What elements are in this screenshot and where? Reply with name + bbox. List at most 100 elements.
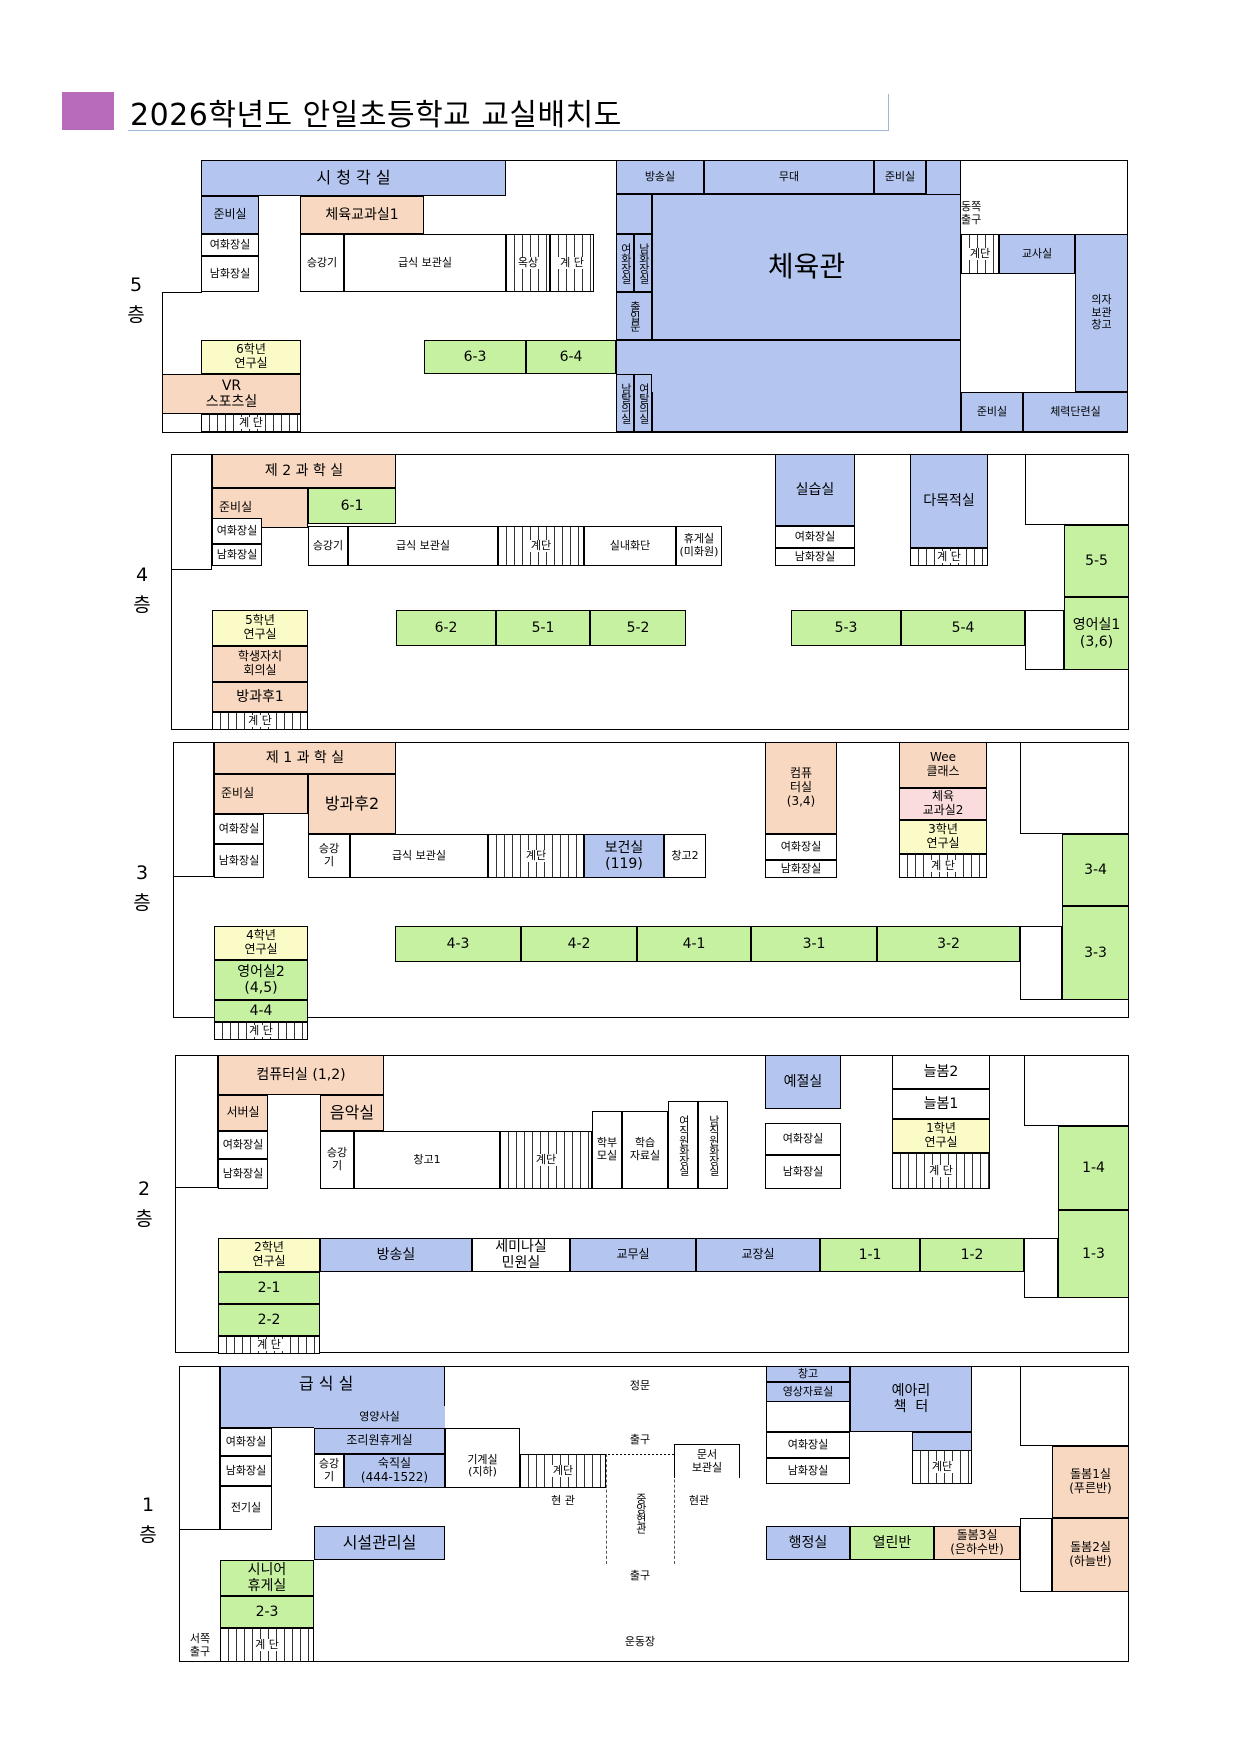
class-5-3[interactable]: 5-3: [791, 610, 901, 646]
class-5-4[interactable]: 5-4: [901, 610, 1025, 646]
room-senior[interactable]: 시니어 휴게실: [220, 1560, 314, 1596]
class-4-1[interactable]: 4-1: [637, 926, 751, 962]
room-cook-lounge[interactable]: 조리원휴게실: [314, 1428, 445, 1454]
g1-office[interactable]: 1학년 연구실: [892, 1119, 990, 1153]
room-video[interactable]: 영상자료실: [766, 1382, 850, 1402]
room-music[interactable]: 음악실: [320, 1095, 384, 1131]
class-3-1[interactable]: 3-1: [751, 926, 877, 962]
stairs-1a: 계단: [520, 1454, 606, 1488]
chair-storage[interactable]: 의자 보관 창고: [1075, 234, 1128, 392]
wc-girls-1: 여화장실: [220, 1428, 272, 1456]
class-2-2[interactable]: 2-2: [218, 1304, 320, 1336]
room-sci1[interactable]: 제 1 과 학 실: [214, 742, 396, 774]
g5-office[interactable]: 5학년 연구실: [212, 610, 308, 646]
room-pe1[interactable]: 체육교과실1: [300, 196, 424, 234]
room-care1[interactable]: 늘봄1: [892, 1089, 990, 1119]
class-6-1[interactable]: 6-1: [308, 488, 396, 524]
stairs-4b: 계 단: [910, 548, 988, 566]
room-multipurpose[interactable]: 다목적실: [910, 454, 988, 548]
room-computer-3[interactable]: 컴퓨 터실 (3,4): [765, 742, 837, 834]
room-prep-5b[interactable]: 준비실: [874, 160, 926, 194]
class-3-4[interactable]: 3-4: [1062, 834, 1129, 906]
class-1-4[interactable]: 1-4: [1058, 1126, 1129, 1210]
room-care-1f-3[interactable]: 돌봄3실 (은하수반): [934, 1526, 1020, 1560]
room-practice[interactable]: 실습실: [775, 454, 855, 526]
class-2-3[interactable]: 2-3: [220, 1596, 314, 1628]
room-etiquette[interactable]: 예절실: [765, 1055, 841, 1109]
room-care-1f-1[interactable]: 돌봄1실 (푸른반): [1052, 1446, 1129, 1518]
class-5-1[interactable]: 5-1: [496, 610, 590, 646]
class-5-2[interactable]: 5-2: [590, 610, 686, 646]
room-care2[interactable]: 늘봄2: [892, 1055, 990, 1089]
room-facilities[interactable]: 시설관리실: [314, 1526, 445, 1560]
room-duty[interactable]: 숙직실 (444-1522): [344, 1454, 445, 1488]
class-1-2[interactable]: 1-2: [920, 1238, 1024, 1272]
staff-lounge-4[interactable]: 휴게실 (미화원): [676, 526, 722, 566]
room-broadcast-5[interactable]: 방송실: [616, 160, 704, 194]
room-av[interactable]: 시 청 각 실: [201, 160, 506, 196]
room-sci2[interactable]: 제 2 과 학 실: [212, 454, 396, 488]
room-nutrition[interactable]: 영양사실: [314, 1406, 445, 1428]
class-1-3[interactable]: 1-3: [1058, 1210, 1129, 1298]
room-resources[interactable]: 학습 자료실: [622, 1111, 668, 1189]
room-stage[interactable]: 무대: [704, 160, 874, 194]
room-care-1f-2[interactable]: 돌봄2실 (하늘반): [1052, 1518, 1129, 1592]
stairs-2c: 계 단: [218, 1336, 320, 1354]
room-english1[interactable]: 영어실1 (3,6): [1064, 597, 1129, 670]
class-3-3[interactable]: 3-3: [1062, 906, 1129, 1000]
vr-sports[interactable]: VR 스포츠실: [162, 374, 301, 414]
room-prep-5a[interactable]: 준비실: [201, 196, 259, 234]
main-gate[interactable]: 정문: [629, 1378, 651, 1392]
room-prep-5c[interactable]: 준비실: [961, 392, 1023, 432]
playground: 운동장: [624, 1634, 656, 1648]
exit-south[interactable]: 출구: [629, 1568, 651, 1582]
room-health[interactable]: 보건실 (119): [584, 834, 664, 878]
room-electric[interactable]: 전기실: [220, 1486, 272, 1530]
class-5-5[interactable]: 5-5: [1064, 525, 1129, 597]
class-6-2[interactable]: 6-2: [396, 610, 496, 646]
wc-boys-2: 남화장실: [218, 1159, 268, 1189]
class-3-2[interactable]: 3-2: [877, 926, 1020, 962]
class-4-3[interactable]: 4-3: [395, 926, 521, 962]
afterschool-2[interactable]: 방과후2: [308, 774, 396, 834]
f1-notch: [1020, 1518, 1052, 1592]
g4-office[interactable]: 4학년 연구실: [214, 926, 308, 960]
west-exit[interactable]: 서쪽 출구: [189, 1632, 211, 1658]
room-academic[interactable]: 교무실: [570, 1238, 696, 1272]
gym-entrance[interactable]: 출입문: [616, 292, 652, 340]
room-prep-3[interactable]: 준비실: [214, 774, 308, 814]
class-4-2[interactable]: 4-2: [521, 926, 637, 962]
room-documents[interactable]: 문서 보관실: [674, 1444, 740, 1478]
room-wee[interactable]: Wee 클래스: [899, 742, 987, 788]
room-teachers[interactable]: 교사실: [999, 234, 1075, 274]
class-1-1[interactable]: 1-1: [820, 1238, 920, 1272]
locker-boys[interactable]: 남탈의실: [616, 374, 634, 432]
room-fitness[interactable]: 체력단련실: [1023, 392, 1128, 432]
room-admin[interactable]: 행정실: [766, 1526, 850, 1560]
room-english2[interactable]: 영어실2 (4,5): [214, 960, 308, 1000]
gym-corner: [616, 194, 652, 234]
afterschool-1[interactable]: 방과후1: [212, 682, 308, 712]
g3-office[interactable]: 3학년 연구실: [899, 820, 987, 854]
room-pe2[interactable]: 체육 교과실2: [899, 788, 987, 820]
east-exit[interactable]: 동쪽 출구: [961, 200, 982, 226]
class-2-1[interactable]: 2-1: [218, 1272, 320, 1304]
room-parents[interactable]: 학부 모실: [592, 1111, 622, 1189]
g6-office[interactable]: 6학년 연구실: [201, 340, 301, 374]
room-computer-2[interactable]: 컴퓨터실 (1,2): [218, 1055, 384, 1095]
room-gym[interactable]: 체육관: [652, 194, 961, 340]
room-principal[interactable]: 교장실: [696, 1238, 820, 1272]
locker-girls[interactable]: 여탈의실: [634, 374, 652, 432]
g2-office[interactable]: 2학년 연구실: [218, 1238, 320, 1272]
room-server[interactable]: 서버실: [218, 1095, 268, 1131]
room-machine[interactable]: 기계실 (지하): [445, 1428, 520, 1488]
room-open-class[interactable]: 열린반: [850, 1526, 934, 1560]
room-seminar[interactable]: 세미나실 민원실: [472, 1238, 570, 1272]
class-6-4[interactable]: 6-4: [526, 340, 616, 374]
room-broadcast-2[interactable]: 방송실: [320, 1238, 472, 1272]
exit-north[interactable]: 출구: [629, 1432, 651, 1446]
class-6-3[interactable]: 6-3: [424, 340, 526, 374]
room-library[interactable]: 예아리 책 터: [850, 1366, 972, 1432]
student-council[interactable]: 학생자치 회의실: [212, 646, 308, 682]
class-4-4[interactable]: 4-4: [214, 1000, 308, 1022]
